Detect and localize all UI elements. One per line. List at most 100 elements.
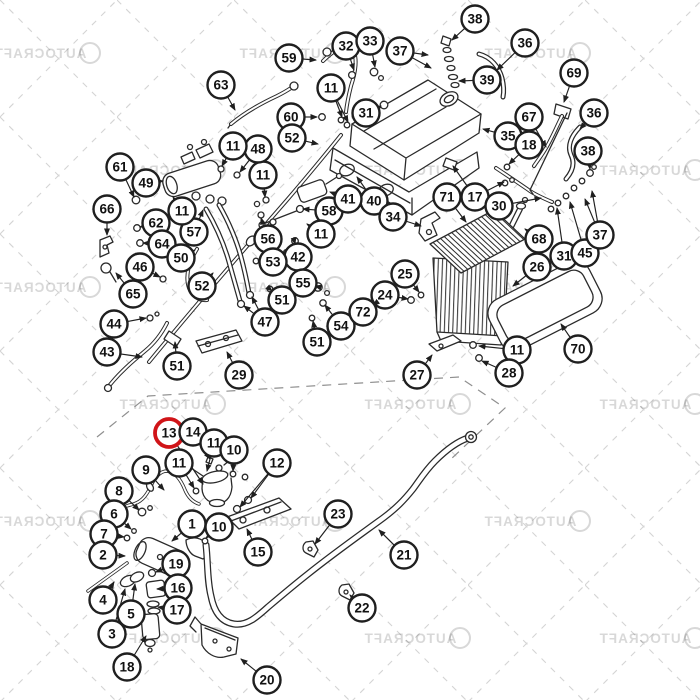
callout-circle[interactable]: [484, 191, 514, 221]
callout-circle[interactable]: [316, 73, 346, 103]
callout-circle[interactable]: [164, 448, 194, 478]
callout-33[interactable]: 33: [355, 26, 385, 68]
callout-54[interactable]: 54: [324, 304, 356, 341]
callout-61[interactable]: 61: [105, 152, 135, 198]
callout-circle[interactable]: [378, 202, 408, 232]
callout-circle[interactable]: [573, 136, 603, 166]
callout-circle[interactable]: [351, 98, 381, 128]
callout-circle[interactable]: [385, 36, 415, 66]
callout-circle[interactable]: [167, 196, 197, 226]
callout-12[interactable]: 12: [239, 448, 292, 508]
callout-56[interactable]: 56: [253, 217, 283, 254]
callout-2[interactable]: 2: [88, 540, 126, 570]
callout-circle[interactable]: [323, 499, 353, 529]
callout-circle[interactable]: [116, 599, 146, 629]
callout-44[interactable]: 44: [99, 309, 147, 339]
callout-34[interactable]: 34: [378, 202, 422, 232]
callout-circle[interactable]: [402, 360, 432, 390]
callout-circle[interactable]: [92, 337, 122, 367]
callout-59[interactable]: 59: [274, 43, 317, 73]
callout-13[interactable]: 13: [153, 417, 204, 485]
callout-37[interactable]: 37: [385, 36, 432, 69]
callout-69[interactable]: 69: [559, 58, 589, 103]
callout-11[interactable]: 11: [248, 160, 278, 198]
callout-3[interactable]: 3: [97, 588, 127, 649]
callout-circle[interactable]: [219, 435, 249, 465]
callout-30[interactable]: 30: [484, 191, 542, 221]
callout-10[interactable]: 10: [204, 512, 234, 542]
callout-5[interactable]: 5: [116, 583, 146, 629]
callout-11[interactable]: 11: [316, 73, 349, 123]
callout-39[interactable]: 39: [458, 65, 502, 95]
callout-51[interactable]: 51: [162, 341, 192, 381]
callout-circle[interactable]: [348, 297, 378, 327]
callout-9[interactable]: 9: [131, 455, 165, 491]
callout-circle[interactable]: [494, 358, 524, 388]
callout-circle[interactable]: [118, 279, 148, 309]
callout-circle[interactable]: [125, 252, 155, 282]
callout-17[interactable]: 17: [157, 595, 192, 625]
callout-circle[interactable]: [302, 327, 332, 357]
callout-40[interactable]: 40: [356, 176, 389, 216]
callout-circle[interactable]: [460, 4, 490, 34]
callout-21[interactable]: 21: [378, 529, 419, 570]
callout-63[interactable]: 63: [206, 70, 236, 111]
callout-36[interactable]: 36: [579, 98, 609, 130]
callout-20[interactable]: 20: [240, 658, 282, 695]
callout-4[interactable]: 4: [88, 581, 118, 615]
callout-57[interactable]: 57: [179, 209, 209, 247]
callout-46[interactable]: 46: [125, 252, 161, 282]
callout-37[interactable]: 37: [584, 190, 615, 250]
callout-55[interactable]: 55: [288, 268, 323, 298]
callout-42[interactable]: 42: [283, 236, 313, 272]
callout-71[interactable]: 71: [432, 182, 467, 223]
callout-circle[interactable]: [559, 58, 589, 88]
callout-circle[interactable]: [206, 70, 236, 100]
callout-18[interactable]: 18: [508, 130, 544, 165]
callout-70[interactable]: 70: [560, 323, 593, 364]
callout-27[interactable]: 27: [402, 354, 433, 390]
callout-11[interactable]: 11: [306, 219, 336, 249]
callout-53[interactable]: 53: [257, 247, 288, 277]
callout-circle[interactable]: [88, 585, 118, 615]
callout-11[interactable]: 11: [167, 196, 197, 226]
callout-circle[interactable]: [267, 285, 297, 315]
callout-circle[interactable]: [218, 131, 248, 161]
callout-circle[interactable]: [252, 665, 282, 695]
callout-circle[interactable]: [162, 595, 192, 625]
callout-47[interactable]: 47: [243, 296, 280, 337]
callout-15[interactable]: 15: [243, 528, 273, 567]
callout-66[interactable]: 66: [92, 194, 122, 236]
callout-43[interactable]: 43: [92, 337, 143, 367]
callout-circle[interactable]: [162, 351, 192, 381]
callout-26[interactable]: 26: [512, 252, 552, 287]
callout-circle[interactable]: [432, 182, 462, 212]
callout-36[interactable]: 36: [496, 28, 540, 71]
callout-52[interactable]: 52: [277, 123, 319, 153]
callout-11[interactable]: 11: [164, 448, 195, 489]
callout-circle[interactable]: [187, 271, 217, 301]
callout-11[interactable]: 11: [218, 131, 248, 167]
callout-31[interactable]: 31: [351, 98, 382, 128]
callout-72[interactable]: 72: [348, 297, 381, 327]
callout-circle[interactable]: [97, 619, 127, 649]
callout-65[interactable]: 65: [115, 272, 148, 309]
callout-51[interactable]: 51: [302, 320, 332, 357]
callout-circle[interactable]: [88, 540, 118, 570]
callout-circle[interactable]: [333, 184, 363, 214]
callout-23[interactable]: 23: [314, 499, 353, 545]
callout-circle[interactable]: [243, 537, 273, 567]
callout-circle[interactable]: [274, 43, 304, 73]
callout-52[interactable]: 52: [187, 271, 217, 301]
callout-38[interactable]: 38: [573, 136, 603, 170]
callout-circle[interactable]: [105, 152, 135, 182]
callout-circle[interactable]: [306, 219, 336, 249]
callout-circle[interactable]: [390, 259, 420, 289]
callout-11[interactable]: 11: [478, 335, 532, 365]
callout-68[interactable]: 68: [524, 224, 554, 254]
callout-29[interactable]: 29: [224, 351, 254, 390]
callout-circle[interactable]: [585, 220, 615, 250]
callout-circle[interactable]: [258, 247, 288, 277]
callout-circle[interactable]: [288, 268, 318, 298]
callout-circle[interactable]: [277, 123, 307, 153]
